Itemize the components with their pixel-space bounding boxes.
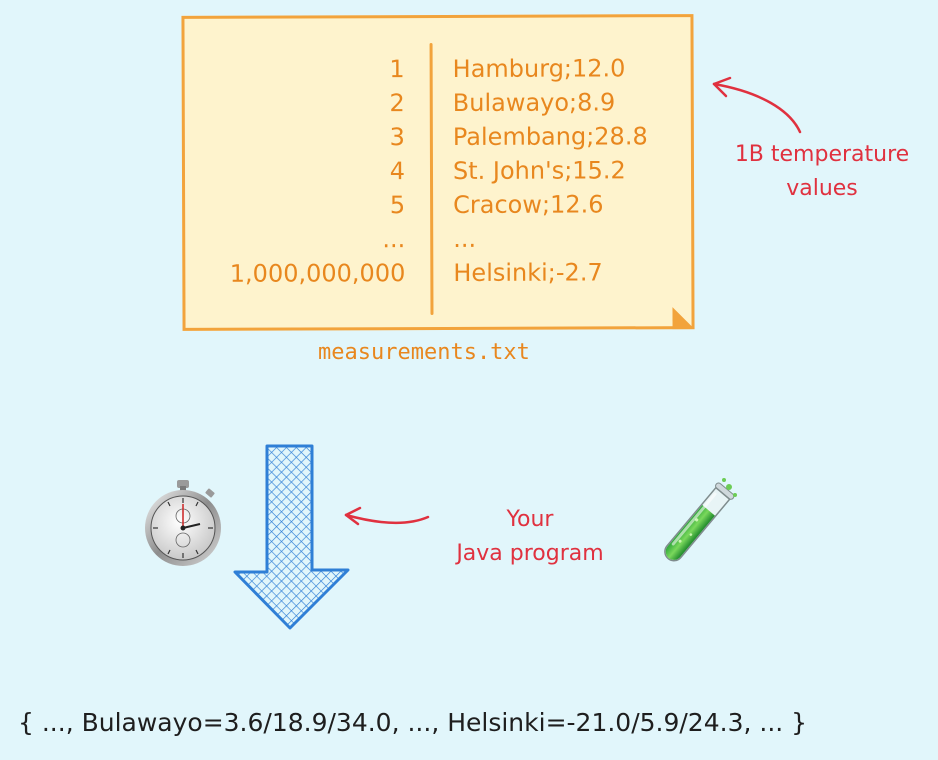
down-arrow-icon: [233, 444, 350, 630]
program-annotation-line1: Your: [506, 507, 554, 532]
line-number: 5: [389, 191, 406, 220]
measurements-file-note: 1 Hamburg;12.0 2 Bulawayo;8.9 3 Palemban…: [181, 14, 695, 331]
program-annotation: Your Java program: [430, 503, 630, 571]
values-annotation-arrow: [712, 76, 802, 134]
line-value: Bulawayo;8.9: [452, 88, 616, 117]
line-number: 1,000,000,000: [229, 259, 406, 288]
values-annotation: 1B temperature values: [712, 138, 932, 206]
values-annotation-line1: 1B temperature: [734, 142, 910, 167]
line-value: Helsinki;-2.7: [453, 258, 603, 287]
line-number: 2: [389, 89, 405, 118]
stopwatch-icon: [145, 480, 221, 566]
line-number: ...: [382, 225, 406, 254]
program-annotation-line2: Java program: [456, 541, 604, 566]
line-number: 4: [389, 157, 406, 186]
program-annotation-arrow: [344, 506, 430, 526]
aggregation-result: { ..., Bulawayo=3.6/18.9/34.0, ..., Hels…: [18, 708, 808, 737]
values-annotation-line2: values: [786, 176, 858, 201]
file-name-label: measurements.txt: [318, 340, 530, 365]
line-value: Hamburg;12.0: [452, 54, 626, 83]
line-value: ...: [453, 224, 477, 253]
line-number: 1: [389, 55, 405, 84]
line-value: Cracow;12.6: [453, 190, 604, 219]
test-tube-icon: [664, 478, 737, 562]
line-number-divider: [429, 43, 434, 316]
line-value: Palembang;28.8: [452, 122, 648, 151]
line-value: St. John's;15.2: [452, 156, 626, 185]
line-number: 3: [389, 123, 405, 152]
note-page-fold: [672, 307, 695, 330]
